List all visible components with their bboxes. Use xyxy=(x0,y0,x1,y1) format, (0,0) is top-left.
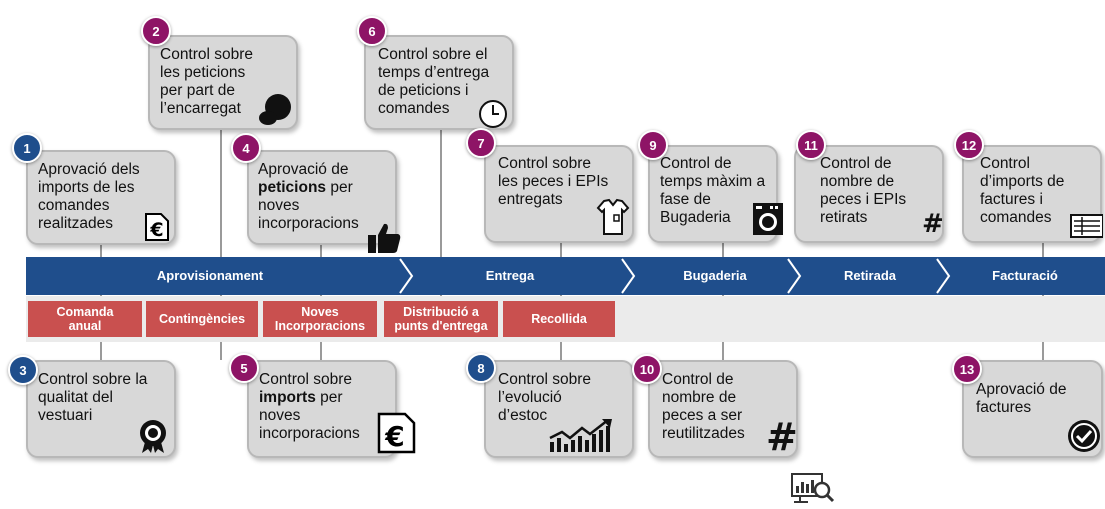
checkmark-circle-icon xyxy=(1066,418,1102,459)
badge-9: 9 xyxy=(638,130,668,160)
phase-bar xyxy=(26,257,1105,295)
tag-recollida: Recollida xyxy=(503,301,615,337)
euro-document-icon: € xyxy=(144,212,170,247)
badge-6: 6 xyxy=(357,16,387,46)
phase-label: Facturació xyxy=(992,268,1058,283)
badge-5: 5 xyxy=(229,353,259,383)
phase-label: Entrega xyxy=(485,268,535,283)
clock-icon xyxy=(478,99,508,134)
control-text-4: Aprovació de peticions per noves incorpo… xyxy=(258,161,359,232)
euro-document-icon: € xyxy=(377,412,417,459)
shirt-icon xyxy=(596,198,630,241)
badge-2: 2 xyxy=(141,16,171,46)
control-text-2: Control sobre les peticions per part de … xyxy=(160,46,254,117)
svg-text:€: € xyxy=(384,420,404,453)
control-text-3: Control sobre la qualitat del vestuari xyxy=(38,371,148,424)
badge-8: 8 xyxy=(466,353,496,383)
hash-icon: # xyxy=(922,209,944,239)
control-box-4 xyxy=(247,150,397,245)
svg-text:€: € xyxy=(149,219,163,241)
control-text-8: Control sobre l’evolució d’estoc xyxy=(498,371,592,424)
phase-entrega xyxy=(398,257,636,295)
tag-distribucio: Distribució a punts d'entrega xyxy=(384,301,498,337)
control-text-13: Aprovació de factures xyxy=(976,381,1067,416)
badge-11: 11 xyxy=(796,130,826,160)
badge-12: 12 xyxy=(954,130,984,160)
phase-label: Aprovisionament xyxy=(156,268,264,283)
badge-13: 13 xyxy=(952,354,982,384)
washing-machine-icon xyxy=(752,202,784,241)
control-text-10: Control de nombre de peces a ser reutili… xyxy=(662,371,745,442)
badge-7: 7 xyxy=(466,128,496,158)
tag-comanda-anual: Comanda anual xyxy=(28,301,142,337)
phase-facturacio xyxy=(935,257,1105,295)
control-text-5: Control sobre imports per noves incorpor… xyxy=(259,371,360,442)
tag-contingencies: Contingències xyxy=(146,301,258,337)
chart-search-icon xyxy=(790,472,836,509)
control-text-7: Control sobre les peces i EPIs entregats xyxy=(498,155,609,208)
control-box-5 xyxy=(247,360,397,458)
tag-noves-incorporacions: Noves Incorporacions xyxy=(263,301,377,337)
connector-line xyxy=(440,130,442,300)
thumbs-up-icon xyxy=(366,222,402,259)
control-box-11 xyxy=(794,145,944,243)
badge-3: 3 xyxy=(8,355,38,385)
user-icon xyxy=(258,92,294,131)
phase-aprovisionament xyxy=(26,257,414,295)
invoice-icon xyxy=(1070,214,1104,243)
control-text-1: Aprovació dels imports de les comandes r… xyxy=(38,161,140,232)
quality-seal-icon xyxy=(136,418,170,459)
badge-10: 10 xyxy=(632,354,662,384)
control-text-11: Control de nombre de peces i EPIs retira… xyxy=(820,155,907,226)
badge-1: 1 xyxy=(12,133,42,163)
trend-chart-icon xyxy=(548,418,618,459)
phase-label: Retirada xyxy=(843,268,897,283)
phase-bugaderia xyxy=(620,257,802,295)
control-text-6: Control sobre el temps d’entrega de peti… xyxy=(378,46,490,117)
connector-line xyxy=(220,130,222,360)
hash-icon: # xyxy=(766,415,798,459)
control-box-10 xyxy=(648,360,798,458)
phase-retirada xyxy=(786,257,951,295)
badge-4: 4 xyxy=(231,133,261,163)
control-text-12: Control d’imports de factures i comandes xyxy=(980,155,1065,226)
control-text-9: Control de temps màxim a fase de Bugader… xyxy=(660,155,766,226)
phase-label: Bugaderia xyxy=(683,268,747,283)
